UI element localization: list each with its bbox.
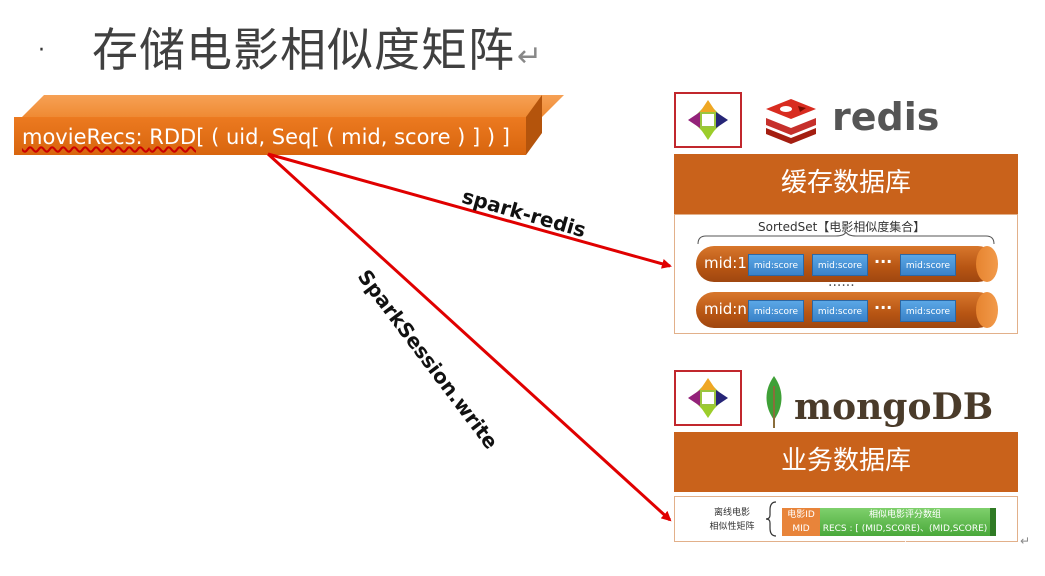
row-key: mid:n [704,300,747,318]
recs-field-line2: RECS : [ (MID,SCORE)、(MID,SCORE) ] [822,524,988,548]
redis-wordmark: redis [832,95,940,139]
score-cell: mid:score [812,300,868,322]
paragraph-mark-icon: ↵ [1020,534,1031,548]
redis-logo-icon [762,98,820,148]
rdd-signature: ( uid, Seq[ ( mid, score ) ] ) ] [204,125,510,149]
recs-field: 相似电影评分数组 RECS : [ (MID,SCORE)、(MID,SCORE… [820,508,990,548]
centos-logo-icon [674,370,742,426]
slide-title-text: 存储电影相似度矩阵 [92,23,515,77]
mid-field-line2: MID [792,524,810,534]
cache-db-header: 缓存数据库 [674,154,1018,214]
collection-name-line2: 相似性矩阵 [709,522,755,532]
collection-brace-icon [765,501,777,537]
paragraph-mark-icon: ↵ [517,39,544,74]
arrow-to-redis [267,152,672,269]
row-key: mid:1 [704,254,747,272]
title-bullet: · [38,38,45,63]
sortedset-title: SortedSet【电影相似度集合】 [758,220,926,234]
mid-field-line1: 电影ID [787,510,815,520]
rdd-bar-text: movieRecs: RDD[ ( uid, Seq[ ( mid, score… [22,125,510,149]
mid-field: 电影ID MID [782,508,820,536]
rdd-bar [14,117,526,155]
mongodb-wordmark-a: mongo [794,386,932,428]
collection-name-line1: 离线电影 [713,508,750,518]
arrow-to-mongo [266,152,672,522]
ellipsis: ··· [874,252,893,271]
centos-logo-icon [674,92,742,148]
score-cell: mid:score [812,254,868,276]
slide-title: 存储电影相似度矩阵↵ [92,14,543,80]
ellipsis: ··· [874,298,893,317]
recs-field-side [990,508,996,536]
rdd-type: RDD[ [149,125,205,149]
collection-name: 离线电影 相似性矩阵 [696,506,768,534]
rows-ellipsis: ······ [828,278,855,294]
mongodb-wordmark: mongoDB [794,386,993,428]
cylinder-end [976,246,998,282]
cylinder-end [976,292,998,328]
rdd-prefix: movieRecs: [22,125,150,149]
sortedset-brace-icon [697,232,995,245]
mongodb-leaf-icon [762,376,786,432]
score-cell: mid:score [748,300,804,322]
business-db-header: 业务数据库 [674,432,1018,492]
mongodb-wordmark-b: DB [931,386,994,428]
score-cell: mid:score [900,254,956,276]
score-cell: mid:score [748,254,804,276]
score-cell: mid:score [900,300,956,322]
recs-field-line1: 相似电影评分数组 [868,510,941,520]
